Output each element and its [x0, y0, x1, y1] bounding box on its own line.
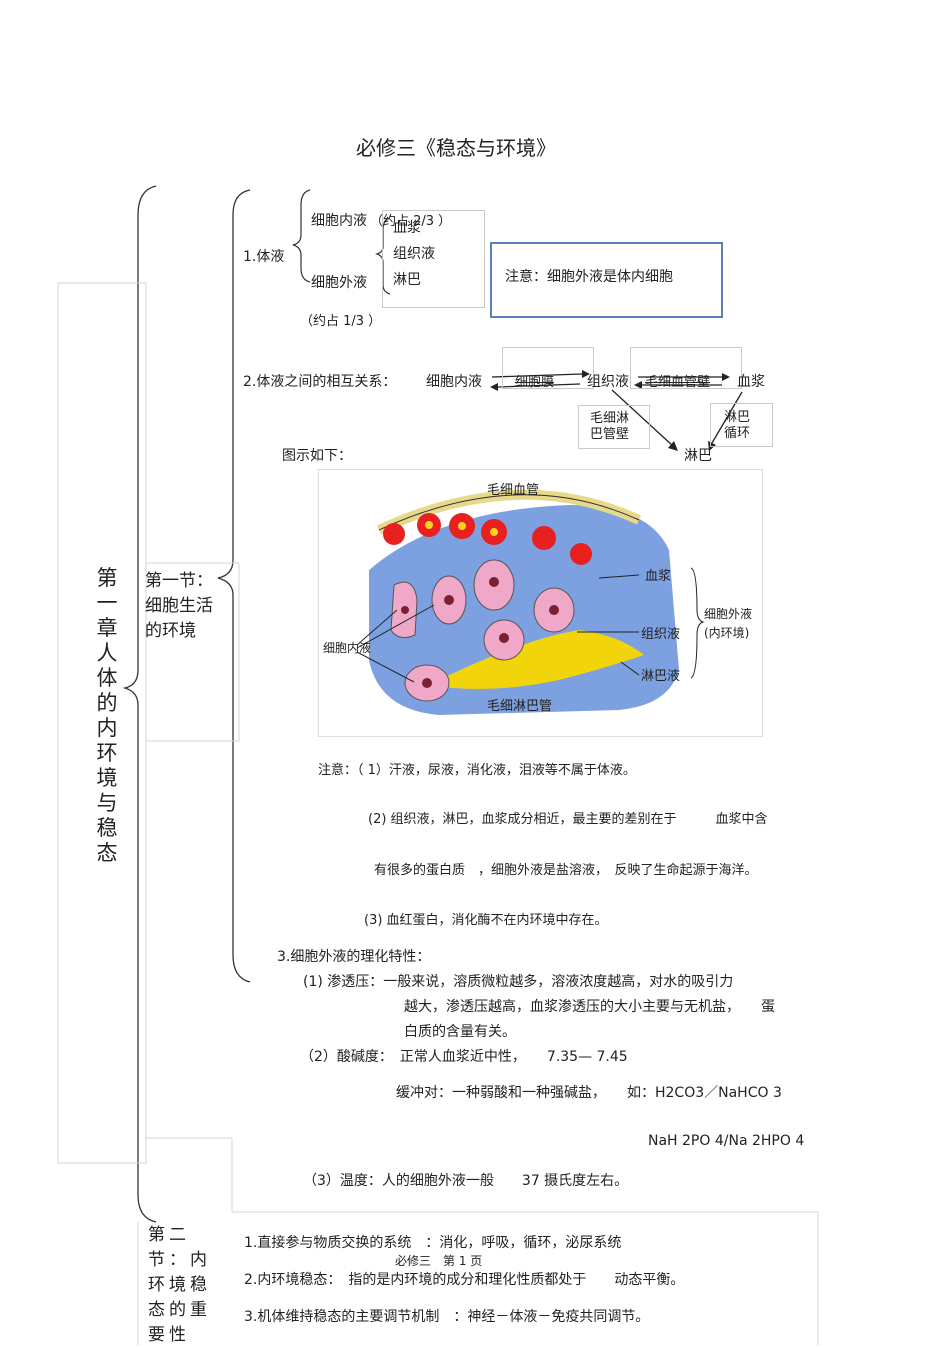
- relation-plasma: 血浆: [737, 374, 765, 390]
- note-box: [490, 242, 723, 318]
- relation-lymph: 淋巴: [684, 448, 712, 464]
- diag-extracellular: 细胞外液: [704, 606, 752, 621]
- relation-heading: 2.体液之间的相互关系：: [243, 374, 397, 390]
- relation-capwall: 毛细血管壁: [645, 375, 711, 390]
- component-lymph: 淋巴: [393, 272, 421, 288]
- osmotic-line-1: (1) 渗透压：一般来说，溶质微粒越多，溶液浓度越高，对水的吸引力: [303, 974, 734, 990]
- body-fluid-heading: 1.体液: [243, 249, 285, 265]
- relation-tissue: 组织液: [587, 374, 629, 390]
- diag-capillary: 毛细血管: [487, 483, 539, 498]
- note-3: 有很多的蛋白质 ，细胞外液是盐溶液， 反映了生命起源于海洋。: [374, 863, 758, 878]
- page-footer: 必修三 第 1 页: [395, 1254, 483, 1268]
- buffer-line-2: NaH 2PO 4/Na 2HPO 4: [648, 1133, 805, 1149]
- diag-lymph-vessel: 毛细淋巴管: [487, 699, 552, 714]
- properties-heading: 3.细胞外液的理化特性：: [277, 949, 431, 965]
- diag-lymph: 淋巴液: [641, 669, 680, 684]
- note-box-text: 注意：细胞外液是体内细胞: [505, 269, 673, 285]
- diag-plasma: 血浆: [645, 569, 671, 584]
- section2-item-1: 1.直接参与物质交换的系统 ：消化，呼吸，循环，泌尿系统: [244, 1235, 622, 1251]
- diag-intracellular: 细胞内液: [323, 640, 371, 655]
- note-2: (2) 组织液，淋巴，血浆成分相近，最主要的差别在于 血浆中含: [368, 812, 768, 827]
- figure-caption: 图示如下：: [282, 448, 352, 464]
- note-4: (3) 血红蛋白，消化酶不在内环境中存在。: [364, 913, 608, 928]
- ph-line: （2）酸碱度： 正常人血浆近中性， 7.35— 7.45: [300, 1049, 628, 1065]
- relation-lymphwall: 毛细淋巴管壁: [590, 411, 630, 442]
- diag-tissue: 组织液: [641, 627, 680, 642]
- capwall-frame: [630, 347, 742, 389]
- extracellular-label: 细胞外液: [311, 275, 367, 291]
- intracellular-label: 细胞内液: [311, 213, 367, 229]
- membrane-frame: [502, 347, 594, 389]
- component-tissue: 组织液: [393, 246, 435, 262]
- circulation-frame: [710, 403, 773, 447]
- section1-label: 第一节：细胞生活的环境: [145, 571, 213, 641]
- relation-membrane: 细胞膜: [515, 375, 555, 390]
- section2-item-3: 3.机体维持稳态的主要调节机制 ：神经－体液－免疫共同调节。: [244, 1309, 650, 1325]
- lymphwall-frame: [578, 405, 650, 449]
- note-1: 注意：（ 1）汗液，尿液，消化液，泪液等不属于体液。: [318, 763, 636, 778]
- diag-inner-env: (内环境): [704, 625, 749, 640]
- diagram-svg: 毛细血管 血浆 组织液 淋巴液 细胞外液 (内环境) 细胞内液 毛细淋巴管: [323, 483, 752, 715]
- relation-circulation: 淋巴循环: [724, 410, 751, 441]
- chapter-label: 第一章人体的内环境与稳态: [96, 566, 118, 865]
- inner-environment-diagram: 毛细血管 血浆 组织液 淋巴液 细胞外液 (内环境) 细胞内液 毛细淋巴管: [318, 469, 763, 737]
- components-frame: [382, 210, 485, 308]
- page-title: 必修三《稳态与环境》: [356, 136, 556, 160]
- component-plasma: 血浆: [393, 220, 421, 236]
- section2-label: 第二节：内环境稳态的重要性: [148, 1225, 211, 1345]
- relation-intracellular: 细胞内液: [426, 374, 482, 390]
- temperature-line: （3）温度：人的细胞外液一般 37 摄氏度左右。: [303, 1173, 629, 1189]
- intracellular-ratio: （约占 2/3 ）: [370, 214, 452, 229]
- extracellular-ratio: （约占 1/3 ）: [300, 314, 382, 329]
- buffer-line: 缓冲对：一种弱酸和一种强碱盐， 如：H2CO3／NaHCO 3: [396, 1085, 782, 1101]
- osmotic-line-3: 白质的含量有关。: [404, 1024, 516, 1040]
- section2-item-2: 2.内环境稳态： 指的是内环境的成分和理化性质都处于 动态平衡。: [244, 1272, 685, 1288]
- osmotic-line-2: 越大，渗透压越高，血浆渗透压的大小主要与无机盐， 蛋: [404, 999, 775, 1015]
